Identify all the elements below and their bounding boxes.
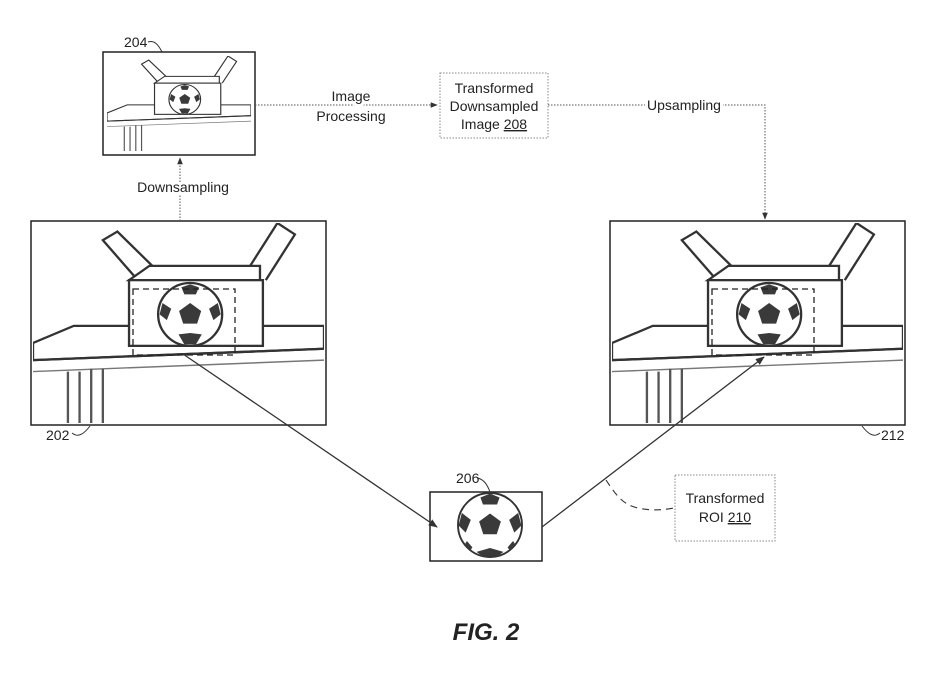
transformed-downsampled-box: Transformed Downsampled Image 208 [439,72,549,139]
roi-panel [429,492,543,561]
ref-leader-202 [71,425,91,436]
transformed-downsampled-line3-text: Image [461,116,504,132]
roi-reinsert-arrow [541,356,765,528]
roi-dashed-box-input [132,288,236,356]
ref-leader-206 [477,477,491,493]
ref-208: 208 [504,116,528,132]
ref-210: 210 [728,509,752,525]
transformed-downsampled-line2: Downsampled [450,98,539,114]
roi-extract-arrow [182,353,438,528]
ref-label-204: 204 [124,34,148,50]
roi-dashed-box-output [711,288,815,356]
image-processing-label-line2: Processing [316,108,385,124]
ref-leader-204 [147,41,163,53]
output-image-panel [609,220,906,426]
transformed-roi-line2-text: ROI [699,509,728,525]
transformed-roi-box: Transformed ROI 210 [674,474,776,542]
ref-label-202: 202 [46,427,70,443]
upsampling-arrow [548,104,768,220]
ref-label-206: 206 [456,470,480,486]
ref-label-212: 212 [881,427,905,443]
transformed-downsampled-line3: Image 208 [461,116,527,132]
ref-leader-212 [861,425,881,436]
transformed-roi-line1: Transformed [686,490,765,506]
transformed-roi-line2: ROI 210 [699,509,751,525]
full-image-panel [30,220,327,426]
upsampling-label: Upsampling [647,97,721,113]
downsampled-image-panel [102,51,256,156]
transformed-downsampled-line1: Transformed [455,80,534,96]
image-processing-label-line1: Image [332,88,371,104]
figure-caption: FIG. 2 [453,619,520,646]
downsampling-label: Downsampling [137,179,229,195]
transformed-roi-leader [605,479,675,511]
